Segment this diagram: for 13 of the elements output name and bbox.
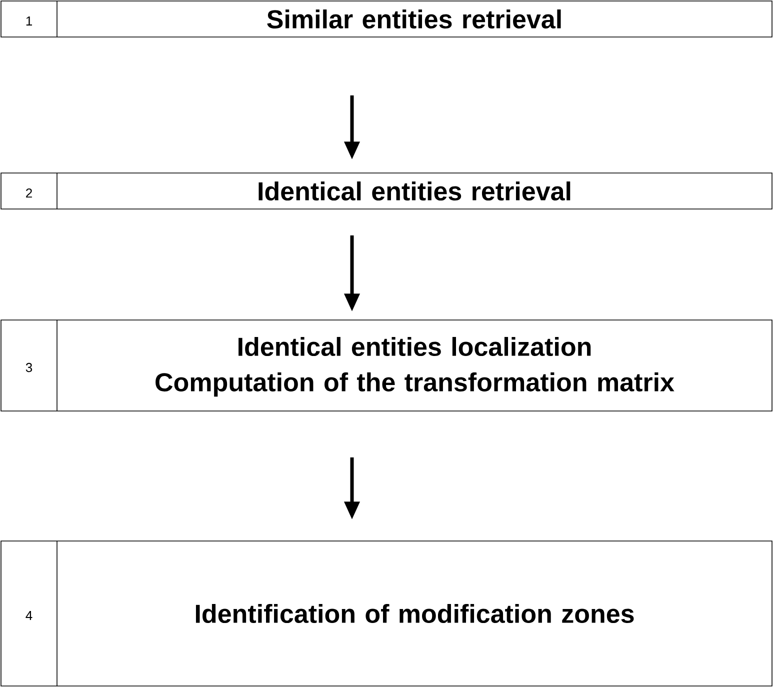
step-number: 3 bbox=[26, 362, 32, 372]
step-number: 1 bbox=[26, 16, 32, 26]
process-box bbox=[0, 172, 772, 210]
step-title: Identical entities retrieval bbox=[258, 181, 570, 201]
process-box bbox=[0, 320, 772, 412]
step-title: Computation of the transformation matrix bbox=[156, 372, 674, 397]
step-title: Identical entities localization bbox=[238, 336, 591, 356]
process-box bbox=[0, 0, 772, 38]
process-box bbox=[0, 540, 772, 686]
step-number: 2 bbox=[26, 188, 32, 198]
step-title: Similar entities retrieval bbox=[267, 9, 561, 29]
step-number: 4 bbox=[26, 611, 32, 620]
step-title: Identification of modification zones bbox=[196, 604, 634, 624]
